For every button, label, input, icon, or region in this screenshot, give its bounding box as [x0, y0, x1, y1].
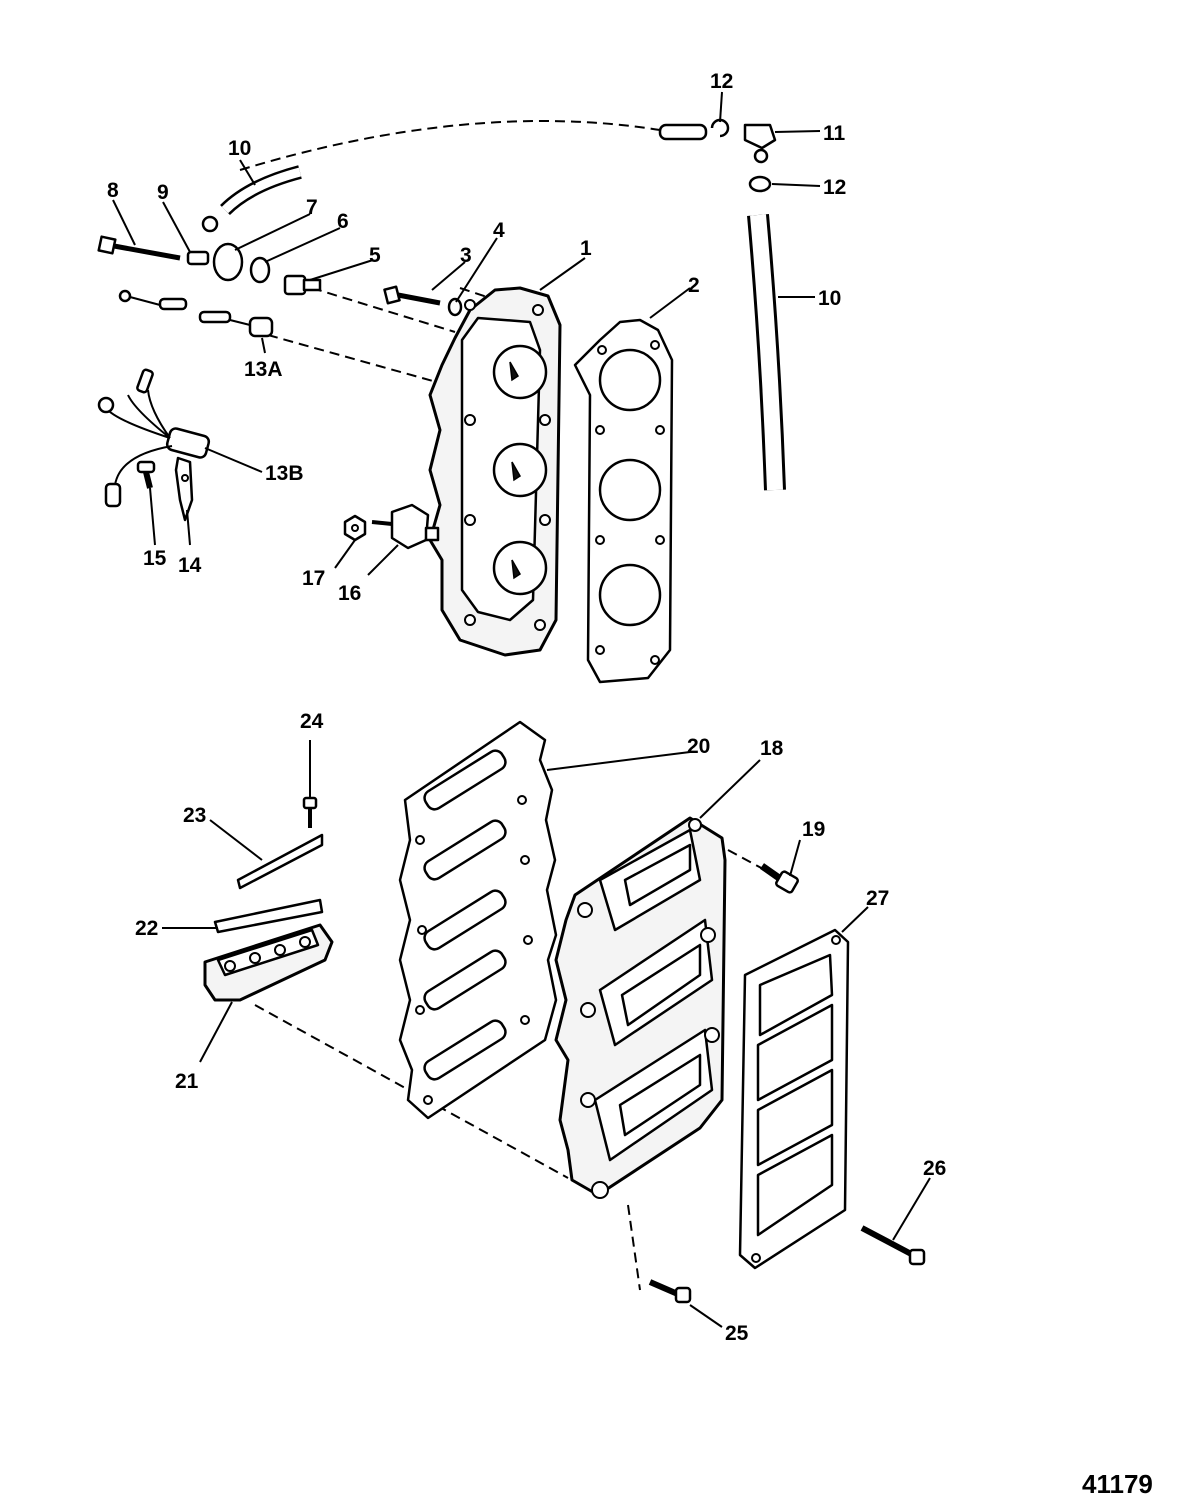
callout-1: 1	[580, 237, 592, 260]
reed-block-parts-21-to-24	[203, 796, 334, 1002]
bolt-part-19	[759, 863, 799, 894]
callout-5: 5	[369, 244, 381, 267]
callout-14: 14	[178, 554, 202, 577]
callout-12-right: 12	[823, 176, 846, 199]
callout-16: 16	[338, 582, 361, 605]
callout-9: 9	[157, 181, 169, 204]
wiring-parts-13-to-15	[97, 289, 274, 522]
callout-8: 8	[107, 179, 119, 202]
callout-10-right: 10	[818, 287, 841, 310]
callout-6: 6	[337, 210, 349, 233]
callout-22: 22	[135, 917, 158, 940]
callout-15: 15	[143, 547, 167, 570]
callout-13b: 13B	[265, 462, 304, 485]
sensor-parts-16-17	[343, 503, 440, 550]
fitting-parts-11-12	[710, 118, 777, 193]
callout-3: 3	[460, 244, 472, 267]
callout-19: 19	[802, 818, 825, 841]
callout-18: 18	[760, 737, 784, 760]
callout-25: 25	[725, 1322, 749, 1345]
callout-10-left: 10	[228, 137, 251, 160]
callout-21: 21	[175, 1070, 199, 1093]
gasket-part-27	[738, 928, 850, 1270]
callout-27: 27	[866, 887, 889, 910]
head-gasket-part-2	[573, 318, 674, 684]
manifold-part-18	[554, 816, 727, 1199]
callout-13a: 13A	[244, 358, 283, 381]
bolt-parts-25-26	[648, 1225, 926, 1304]
hardware-parts-3-to-9	[97, 215, 463, 317]
leader-lines	[112, 91, 931, 1328]
cylinder-head-part-1	[428, 286, 562, 657]
callout-20: 20	[687, 735, 710, 758]
callout-11: 11	[823, 122, 846, 145]
callout-4: 4	[493, 219, 505, 242]
callout-23: 23	[183, 804, 206, 827]
callout-labels: 1 2 3 4 5 6 7 8 9 10 10 11 12 12 13A 13B…	[107, 70, 1153, 1499]
callout-2: 2	[688, 274, 700, 297]
hose-part-10	[220, 123, 786, 491]
callout-17: 17	[302, 567, 325, 590]
callout-7: 7	[306, 196, 318, 219]
callout-26: 26	[923, 1157, 946, 1180]
gasket-part-20	[398, 720, 558, 1120]
figure-number: 41179	[1082, 1469, 1153, 1499]
callout-12-top: 12	[710, 70, 733, 93]
callout-24: 24	[300, 710, 324, 733]
